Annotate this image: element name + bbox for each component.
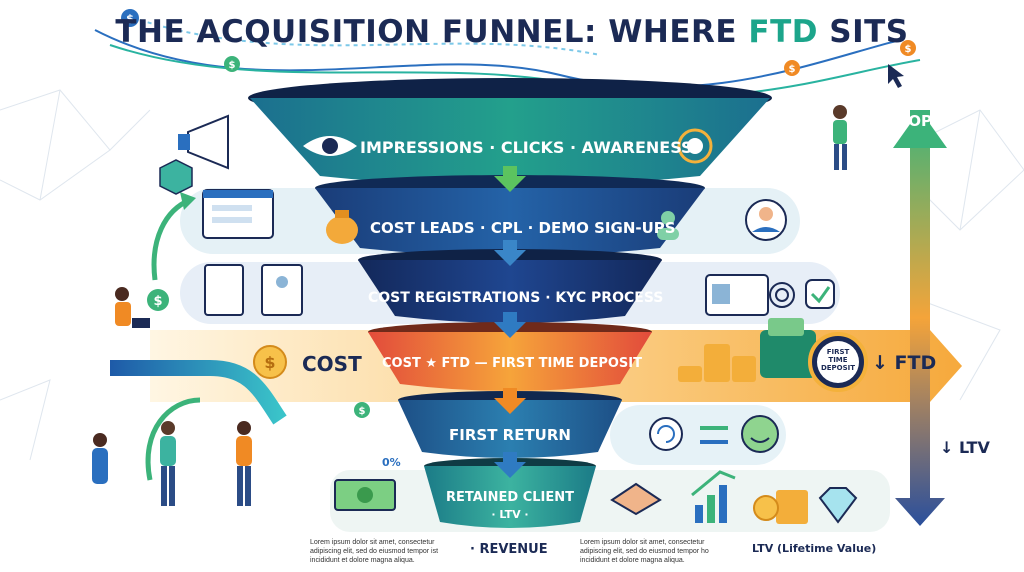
badge-line-2: TIME <box>828 356 848 364</box>
footer-lorem-1-line-3: incididunt et dolore magna aliqua. <box>310 557 415 564</box>
stage-label-ftd: COST ★ FTD — FIRST TIME DEPOSIT <box>382 356 642 371</box>
svg-text:$: $ <box>789 64 796 75</box>
flow-arrows <box>494 166 526 478</box>
cube-icon <box>159 159 193 195</box>
stage-label-impressions: IMPRESSIONS · CLICKS · AWARENESS <box>360 138 693 157</box>
stage-label-retained: RETAINED CLIENT <box>445 490 574 505</box>
fingerprint-icon <box>769 282 795 308</box>
svg-text:$: $ <box>264 353 275 372</box>
stage-sublabel-retained: · LTV · <box>491 508 529 521</box>
coin-icon: $ <box>253 345 287 379</box>
footer-lorem-1: Lorem ipsum dolor sit amet, consectetur … <box>310 538 480 565</box>
footer-lorem-2-line-1: Lorem ipsum dolor sit amet, consectetur <box>580 539 705 546</box>
money-bag-icon <box>326 210 358 244</box>
vertical-axis <box>893 110 947 526</box>
cursor-icon <box>888 64 904 88</box>
diamond-icon <box>818 487 858 524</box>
svg-text:$: $ <box>905 44 912 55</box>
footer-lorem-1-line-1: Lorem ipsum dolor sit amet, consectetur <box>310 539 435 546</box>
title-main: THE ACQUISITION FUNNEL: WHERE <box>115 14 749 50</box>
cash-icon <box>334 479 396 511</box>
dollar-icons: $ $ $ $ $ $ <box>121 9 916 418</box>
touch-icon <box>677 128 713 164</box>
coin-stack-icon <box>678 344 756 382</box>
footer-lorem-2-line-3: incididunt et dolore magna aliqua. <box>580 557 685 564</box>
page-title: THE ACQUISITION FUNNEL: WHERE FTD SITS <box>0 14 1024 50</box>
stage-label-leads: COST LEADS · CPL · DEMO SIGN-UPS <box>370 219 676 237</box>
footer-lorem-2: Lorem ipsum dolor sit amet, consectetur … <box>580 538 750 565</box>
title-end: SITS <box>817 14 909 50</box>
exchange-icon <box>700 426 728 444</box>
percent-label: 0% <box>382 456 401 469</box>
stage-impressions <box>250 98 770 186</box>
stage-label-first-return: FIRST RETURN <box>449 426 571 444</box>
user-check-icon <box>657 211 679 240</box>
stage-first-return <box>398 400 622 458</box>
badge-line-3: DEPOSIT <box>820 364 856 372</box>
stage-ftd <box>368 332 652 391</box>
axis-ltv-label: ↓ LTV <box>940 438 990 457</box>
badge-text: FIRST TIME DEPOSIT <box>818 348 858 372</box>
stage-registrations <box>358 260 662 323</box>
feed-arrows <box>110 192 287 481</box>
svg-text:$: $ <box>359 406 366 417</box>
team-icon <box>92 421 252 506</box>
svg-text:$: $ <box>126 12 134 25</box>
axis-ftd-label: ↓ FTD <box>872 352 937 374</box>
person-icon <box>833 105 847 170</box>
wallet-icon <box>760 318 816 378</box>
stage-retained <box>424 466 596 528</box>
svg-text:$: $ <box>229 60 236 71</box>
form-card-icon <box>202 189 274 239</box>
stage-label-registrations: COST REGISTRATIONS · KYC PROCESS <box>368 290 664 306</box>
documents-icon <box>204 264 303 316</box>
svg-text:$: $ <box>153 294 162 309</box>
gold-coins-icon <box>753 490 808 524</box>
footer-lorem-1-line-2: adipiscing elit, sed do eiusmod tempor i… <box>310 548 439 555</box>
refresh-icon <box>649 417 683 451</box>
footer-lorem-2-line-2: adipiscing elit, sed do eiusmod tempor h… <box>580 548 709 555</box>
footer-revenue: · REVENUE <box>470 542 548 557</box>
axis-top-label: TOP <box>898 112 932 130</box>
stage-leads <box>315 188 705 256</box>
person-laptop-icon <box>115 287 150 328</box>
avatar-icon <box>745 199 787 241</box>
funnel-stages <box>250 98 770 528</box>
handshake-icon <box>610 482 662 516</box>
smile-icon <box>741 415 779 453</box>
badge-line-1: FIRST <box>826 348 850 356</box>
check-icon <box>805 279 835 309</box>
network-background <box>0 89 1024 461</box>
growth-chart-icon <box>691 470 736 523</box>
title-highlight: FTD <box>748 14 818 50</box>
megaphone-icon <box>178 114 229 170</box>
footer-ltv: LTV (Lifetime Value) <box>752 542 877 555</box>
eye-icon <box>303 136 357 156</box>
cost-label: COST <box>302 352 362 376</box>
first-time-deposit-badge <box>808 332 868 392</box>
id-card-icon <box>705 274 769 316</box>
